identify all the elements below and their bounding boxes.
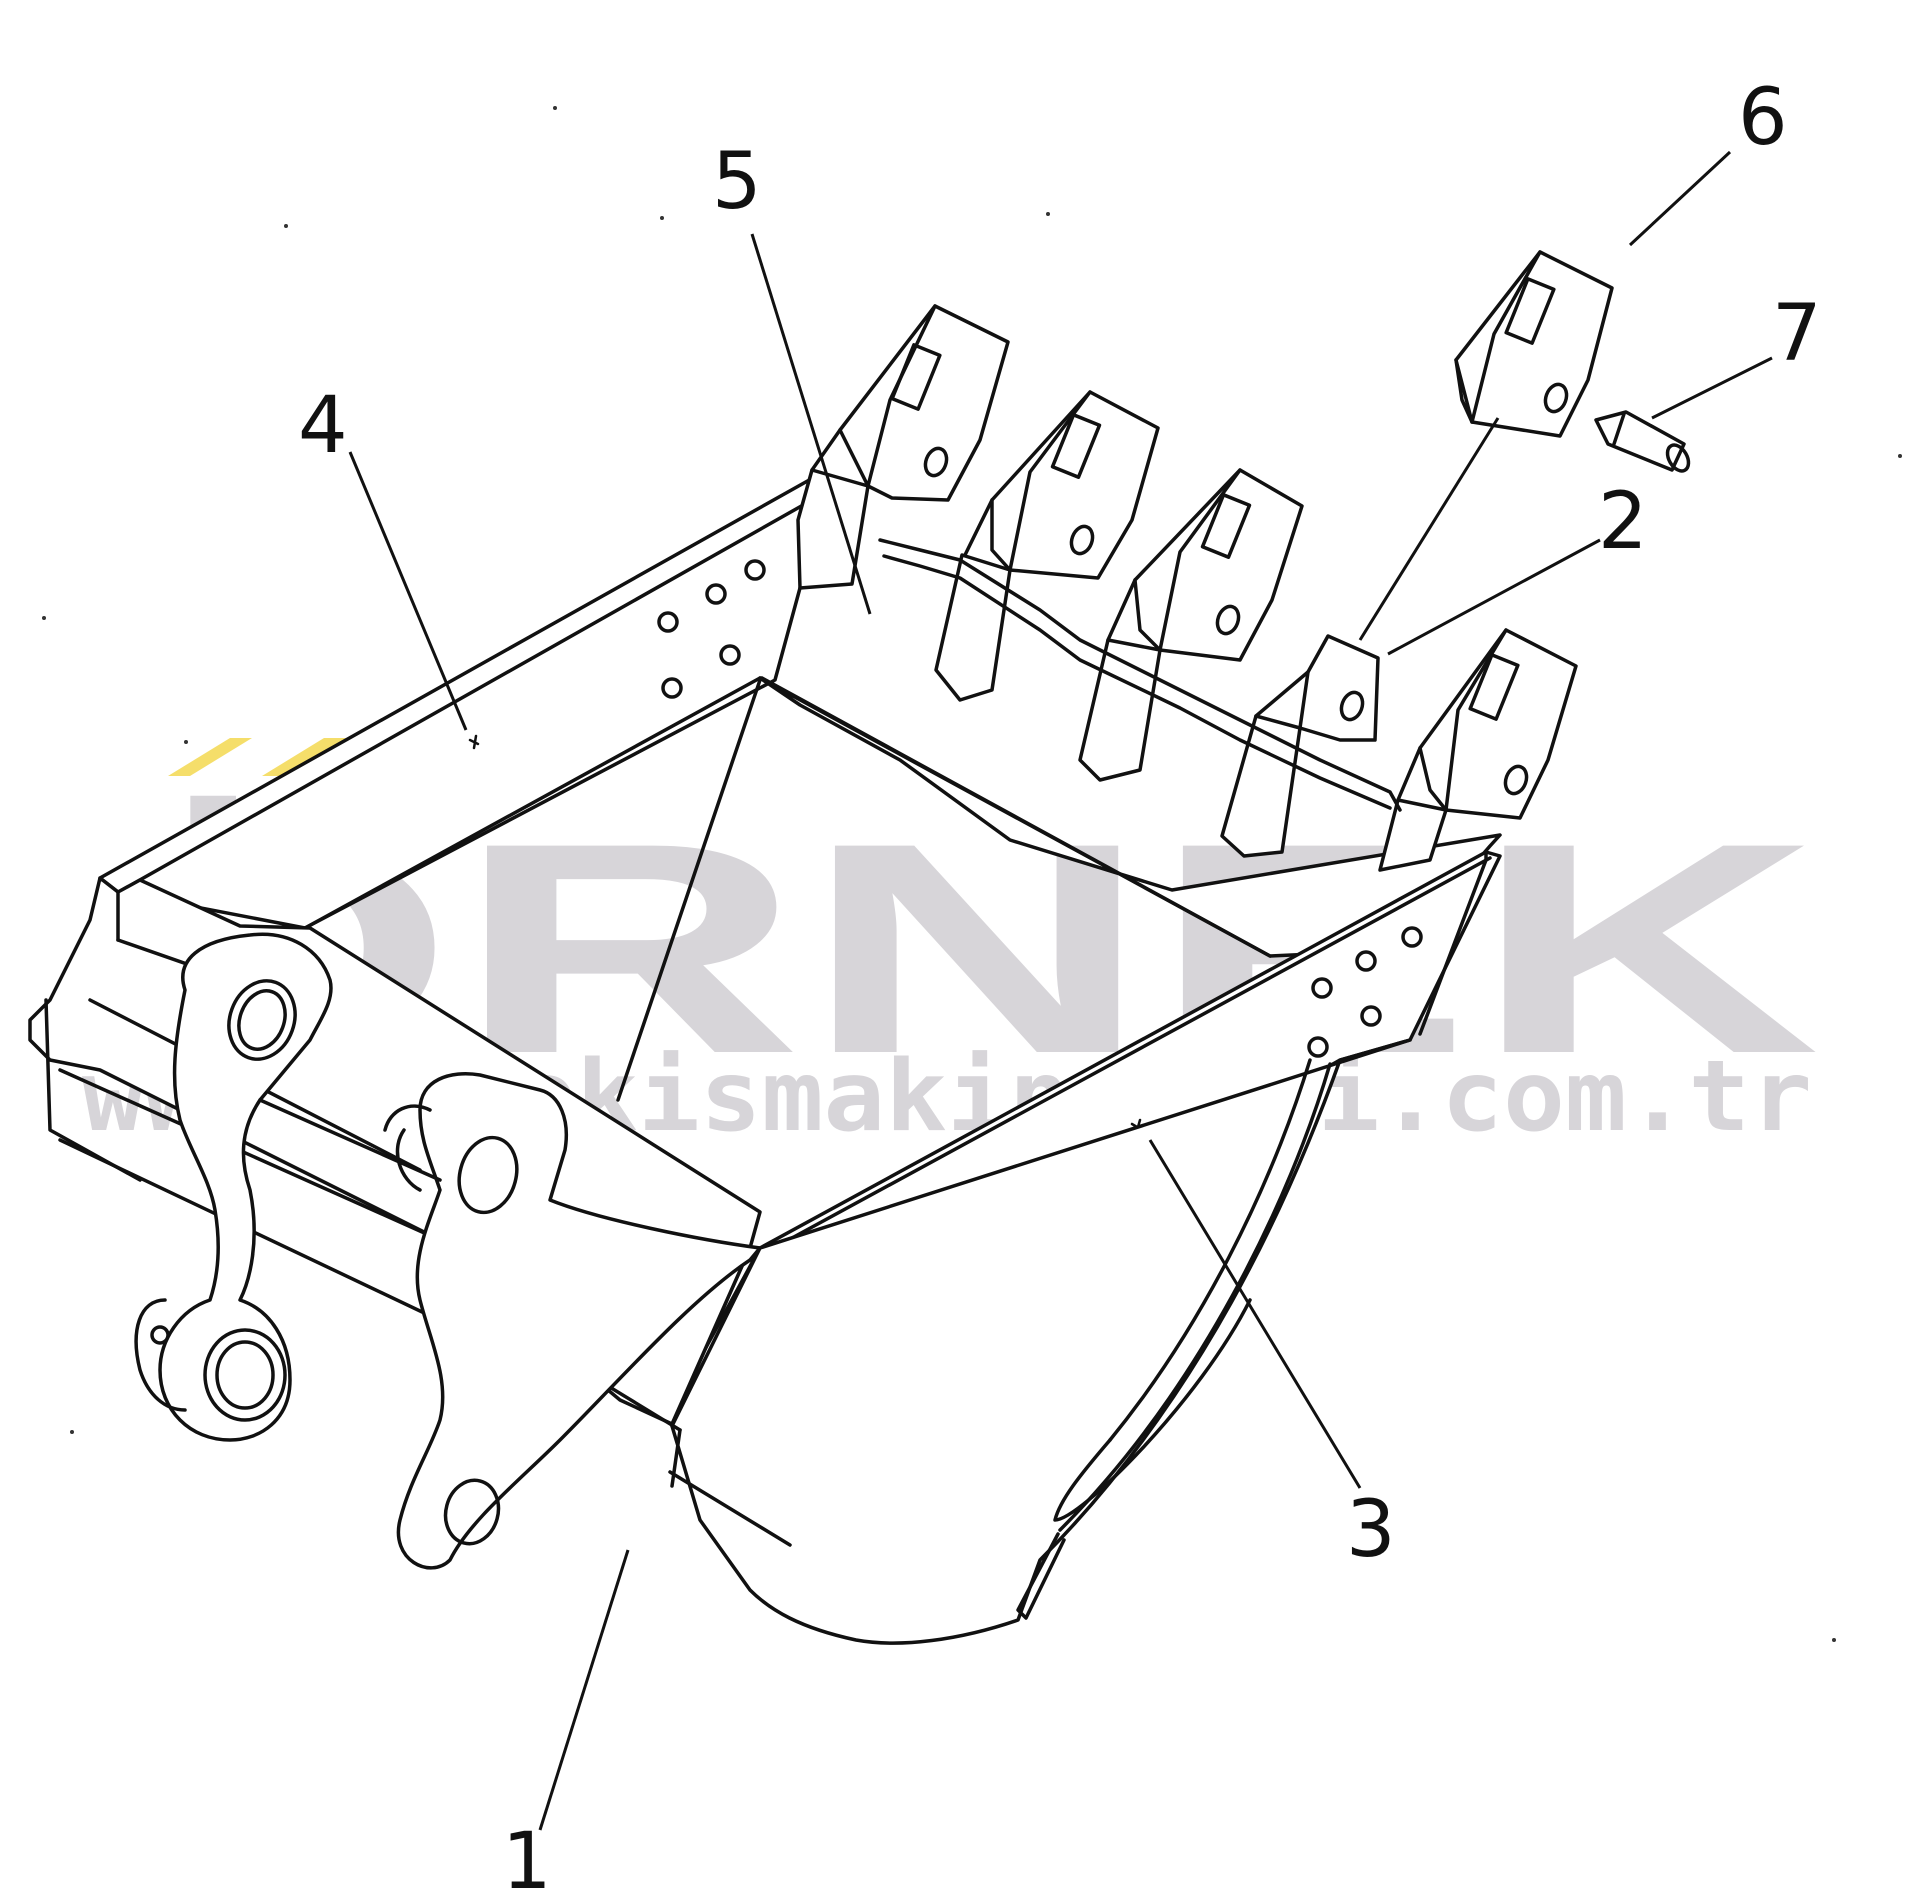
callout-numbers: 1 2 3 4 5 6 7 <box>298 73 1822 1899</box>
tooth-1 <box>796 304 1010 590</box>
callout-6: 6 <box>1738 73 1788 163</box>
tooth-2 <box>934 390 1160 702</box>
center-mount-bracket <box>258 1072 762 1570</box>
watermark-accent-right <box>262 738 346 776</box>
tooth-row <box>796 304 1578 872</box>
leader-7 <box>1651 356 1773 420</box>
leader-5 <box>750 233 872 615</box>
callout-3: 3 <box>1346 1485 1396 1575</box>
tooth-3 <box>1078 468 1304 782</box>
callout-5: 5 <box>712 137 762 227</box>
bucket-shell <box>670 1038 1412 1645</box>
callout-1: 1 <box>502 1817 552 1894</box>
leader-4 <box>348 451 468 731</box>
callout-7: 7 <box>1772 289 1822 379</box>
leader-1 <box>538 1549 630 1831</box>
adapter-bare <box>1220 634 1380 858</box>
bucket-assembly <box>28 250 1691 1645</box>
leader-lines <box>348 150 1773 1831</box>
left-mount-bracket <box>134 932 333 1442</box>
leader-3 <box>1148 1139 1362 1489</box>
leader-2 <box>1387 538 1601 656</box>
detached-tooth <box>1454 250 1614 438</box>
callout-2: 2 <box>1598 477 1648 567</box>
callout-4: 4 <box>298 381 348 471</box>
leader-6 <box>1628 150 1732 247</box>
leader-2b <box>1358 417 1500 641</box>
tooth-5 <box>1378 628 1578 872</box>
scan-specks <box>42 106 1902 1642</box>
retaining-pin <box>1594 410 1691 473</box>
watermark-accent-left <box>168 738 252 776</box>
